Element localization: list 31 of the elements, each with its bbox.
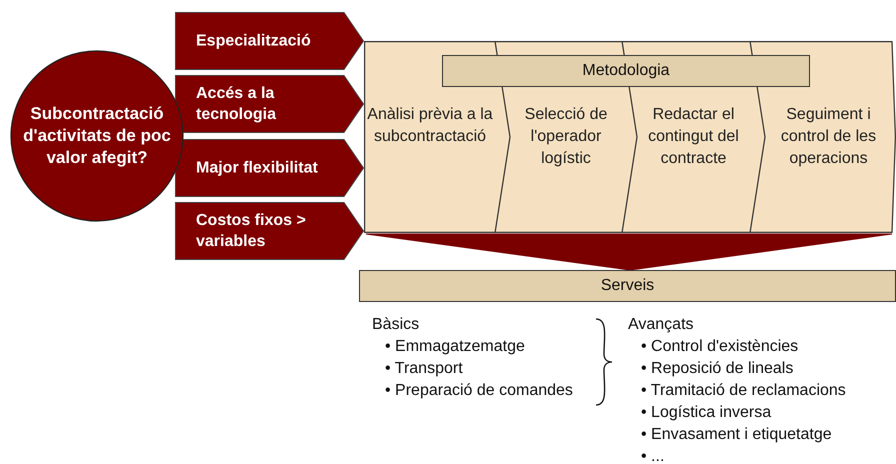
reason-text: Especialització <box>196 32 312 52</box>
question-text: Subcontractació d'activitats de poc valor afegit? <box>22 103 172 169</box>
category-heading: Avançats <box>628 315 695 335</box>
service-item: • Reposició de lineals <box>641 360 794 377</box>
bar-title: Serveis <box>600 277 654 295</box>
question-circle <box>10 50 184 222</box>
methodology-band <box>364 41 896 233</box>
service-item: • Control d'existències <box>641 338 798 355</box>
step-text: Selecció de l'operador logístic <box>511 104 621 170</box>
reason-text: Accés a la tecnologia <box>196 84 278 125</box>
service-item: • Transport <box>385 360 463 377</box>
arrow-shape <box>175 75 364 133</box>
heading-bar <box>442 55 810 87</box>
service-item: • Logística inversa <box>641 404 772 421</box>
step-text: Anàlisi prèvia a la subcontractació <box>366 104 494 148</box>
step-text: Redactar el contingut del contracte <box>638 104 749 170</box>
bar-title: Metodologia <box>582 62 670 80</box>
arrow-shape <box>175 12 364 70</box>
service-item: • ... <box>641 448 664 464</box>
service-item: • Preparació de comandes <box>385 382 573 399</box>
service-item: • Envasament i etiquetatge <box>641 426 832 443</box>
service-item: • Tramitació de reclamacions <box>641 382 846 399</box>
service-item: • Emmagatzematge <box>385 338 525 355</box>
reason-text: Major flexibilitat <box>196 158 319 178</box>
down-arrow <box>366 234 892 270</box>
reason-text: Costos fixos > variables <box>196 211 307 252</box>
arrow-shape <box>175 202 364 260</box>
arrow-shape <box>175 139 364 197</box>
step-text: Seguiment i control de les operacions <box>766 104 891 170</box>
heading-bar <box>359 270 896 302</box>
category-heading: Bàsics <box>372 315 420 335</box>
